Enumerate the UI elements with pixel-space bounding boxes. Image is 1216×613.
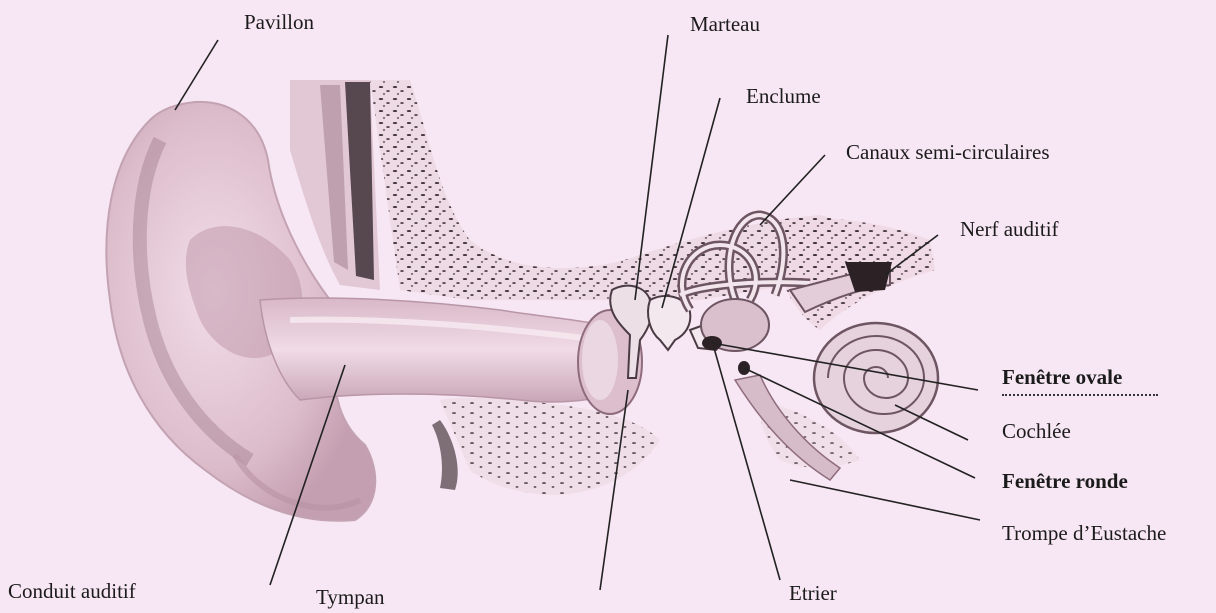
label-etrier: Etrier: [789, 583, 837, 604]
label-canaux-semi-circulaires: Canaux semi-circulaires: [846, 142, 1050, 163]
ear-canal: [260, 298, 630, 402]
label-enclume: Enclume: [746, 86, 821, 107]
temporal-bone-lower: [440, 398, 660, 495]
label-pavillon: Pavillon: [244, 12, 314, 33]
label-fenetre-ronde: Fenêtre ronde: [1002, 471, 1128, 492]
label-nerf-auditif: Nerf auditif: [960, 219, 1059, 240]
dotted-line: [1002, 394, 1158, 396]
leader-canaux: [760, 155, 825, 225]
label-cochlee: Cochlée: [1002, 421, 1071, 442]
label-tympan: Tympan: [316, 587, 385, 608]
leader-trompe: [790, 480, 980, 520]
label-conduit-auditif: Conduit auditif: [8, 581, 136, 602]
label-marteau: Marteau: [690, 14, 760, 35]
label-fenetre-ovale: Fenêtre ovale: [1002, 367, 1122, 388]
label-trompe-d-eustache: Trompe d’Eustache: [1002, 523, 1166, 544]
leader-pavillon: [175, 40, 218, 110]
